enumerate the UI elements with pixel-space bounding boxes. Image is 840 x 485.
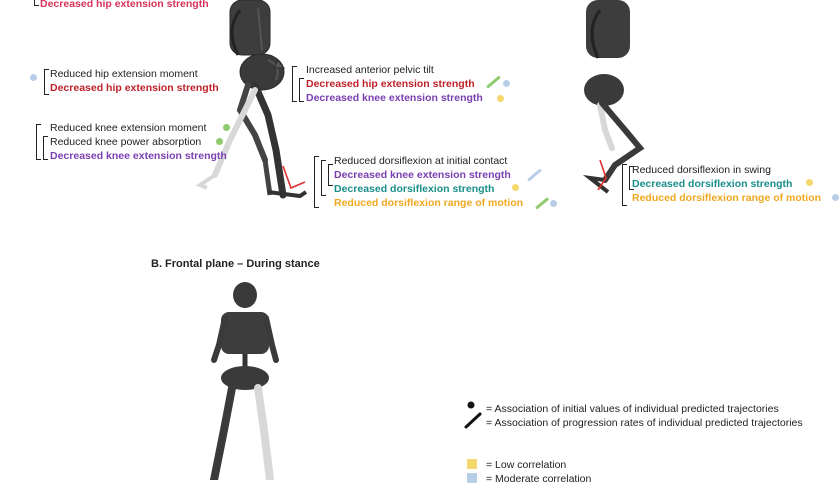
skeleton-frontal [210,282,279,480]
pelvic-tilt-label: Increased anterior pelvic tilt [306,64,434,76]
knee-strength-label: Decreased knee extension strength [50,150,227,162]
knee-bracket-inner [43,136,48,160]
pelvis-hip-strength-label: Decreased hip extension strength [306,78,475,90]
ankle-bracket-inner [328,164,333,186]
low-dot-icon [806,179,813,186]
legend-moderate-swatch [467,473,477,483]
hip-moment-label: Reduced hip extension moment [50,68,198,80]
legend-line-icon [464,412,482,429]
top-hip-strength-label: Decreased hip extension strength [40,0,209,10]
dorsiflexion-contact-label: Reduced dorsiflexion at initial contact [334,155,508,167]
dorsiflexion-swing-label: Reduced dorsiflexion in swing [632,164,771,176]
swing-bracket-outer [622,164,627,206]
legend-dot-icon [467,401,475,409]
moderate-dot-icon [503,80,510,87]
ankle-knee-strength-label: Decreased knee extension strength [334,169,511,181]
ankle-bracket-mid [321,160,326,196]
low-dot-icon [512,184,519,191]
pelvis-bracket-inner [299,78,304,102]
moderate-dot-icon [550,200,557,207]
legend-progression-label: = Association of progression rates of in… [486,417,803,429]
legend-low-swatch [467,459,477,469]
legend-low-label: = Low correlation [486,459,567,471]
knee-bracket-outer [36,124,41,160]
ankle-bracket-outer [314,156,319,208]
pelvis-bracket-outer [292,66,297,102]
skeleton-sagittal-stance [195,0,308,199]
hip-bracket [44,69,49,95]
high-dot-icon [216,138,223,145]
moderate-dot-icon [832,194,839,201]
ankle-rom-label: Reduced dorsiflexion range of motion [334,197,524,209]
swing-rom-label: Reduced dorsiflexion range of motion [632,192,822,204]
knee-power-label: Reduced knee power absorption [50,136,202,148]
hip-strength-label: Decreased hip extension strength [50,82,219,94]
ankle-dorsi-strength-label: Decreased dorsiflexion strength [334,183,495,195]
legend-initial-label: = Association of initial values of indiv… [486,403,779,415]
low-dot-icon [497,95,504,102]
bracket [34,0,39,6]
legend-moderate-label: = Moderate correlation [486,473,592,485]
frontal-title: B. Frontal plane – During stance [151,258,320,270]
swing-dorsi-strength-label: Decreased dorsiflexion strength [632,178,793,190]
moderate-dot-icon [30,74,37,81]
pelvis-knee-strength-label: Decreased knee extension strength [306,92,483,104]
skeleton-sagittal-swing [582,0,645,194]
knee-moment-label: Reduced knee extension moment [50,122,207,134]
high-dot-icon [223,124,230,131]
swing-bracket-inner [629,166,634,190]
